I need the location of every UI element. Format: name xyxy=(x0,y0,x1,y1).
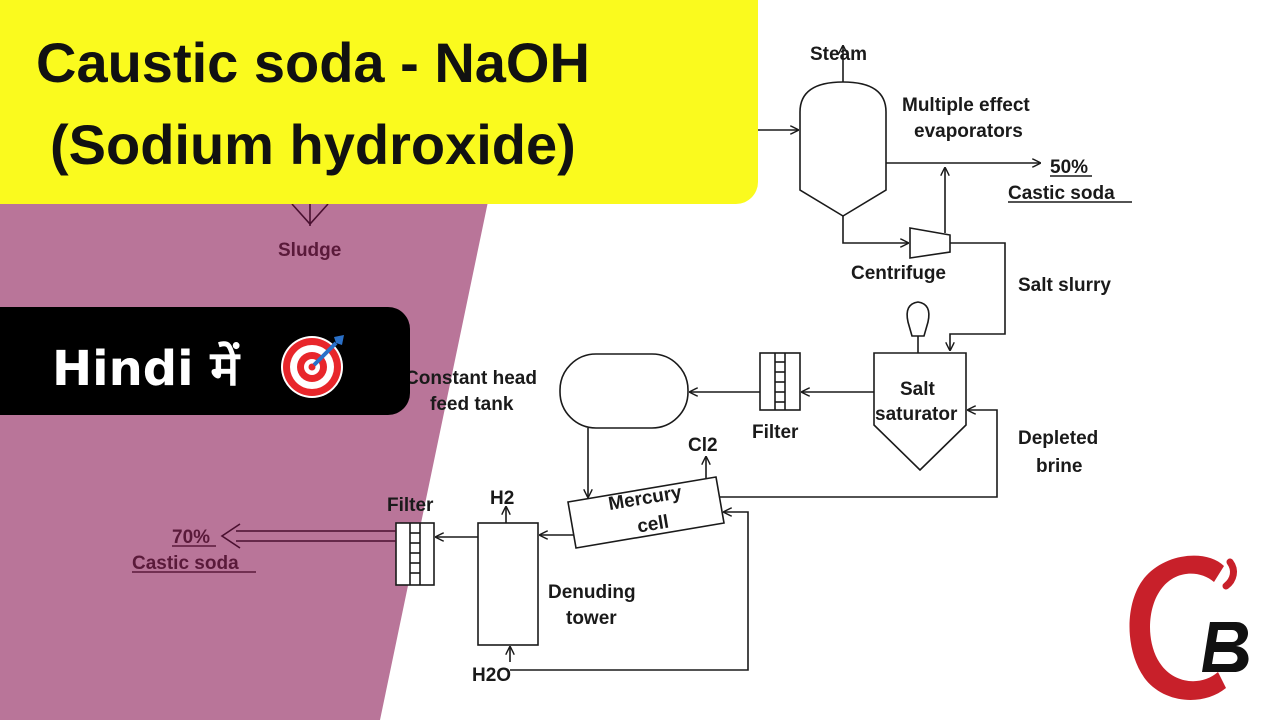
saturator-label-line2: saturator xyxy=(875,404,958,425)
filter-top xyxy=(759,352,801,411)
target-icon xyxy=(281,335,344,398)
salt-slurry-line xyxy=(950,242,1006,350)
h2o-label: H2O xyxy=(472,665,511,686)
mercury-cell xyxy=(567,476,725,549)
output-70-label: Castic soda xyxy=(132,553,239,574)
filter-left xyxy=(395,522,435,586)
evaporator-to-centrifuge-line xyxy=(842,216,908,243)
output-70-value: 70% xyxy=(172,527,210,548)
constant-head-feed-tank xyxy=(559,353,689,429)
sludge-label: Sludge xyxy=(278,240,341,261)
depleted-brine-line xyxy=(720,410,998,498)
denuding-label-line2: tower xyxy=(566,608,617,629)
salt-slurry-label: Salt slurry xyxy=(1018,275,1111,296)
mercury-label-line2: cell xyxy=(636,512,671,538)
recycle-line xyxy=(510,512,749,671)
language-badge-text: Hindi में xyxy=(52,341,240,397)
cl2-label: Cl2 xyxy=(688,435,718,456)
salt-saturator xyxy=(873,352,967,472)
output-50-value: 50% xyxy=(1050,157,1088,178)
depleted-label-line2: brine xyxy=(1036,456,1082,477)
tank-label-line2: feed tank xyxy=(430,394,514,415)
steam-label: Steam xyxy=(810,44,867,65)
centrifuge-label: Centrifuge xyxy=(851,263,946,284)
output-70-arrow xyxy=(220,523,396,549)
h2-label: H2 xyxy=(490,488,514,509)
evaporator-label-line1: Multiple effect xyxy=(902,95,1030,116)
depleted-label-line1: Depleted xyxy=(1018,428,1098,449)
denuding-tower xyxy=(477,522,539,646)
language-badge: Hindi में xyxy=(0,307,410,415)
centrifuge xyxy=(909,227,951,259)
title-banner: Caustic soda - NaOH (Sodium hydroxide) xyxy=(0,0,758,204)
sludge-outlet: Sludge xyxy=(278,196,341,261)
output-50-label: Castic soda xyxy=(1008,183,1115,204)
filter-top-label: Filter xyxy=(752,422,799,443)
salt-hopper xyxy=(906,301,930,337)
title-line2: (Sodium hydroxide) xyxy=(50,113,576,176)
tank-label-line1: Constant head xyxy=(405,368,537,389)
denuding-label-line1: Denuding xyxy=(548,582,636,603)
multiple-effect-evaporator xyxy=(799,81,887,217)
cb-logo xyxy=(1129,555,1249,700)
title-line1: Caustic soda - NaOH xyxy=(36,31,590,94)
evaporator-label-line2: evaporators xyxy=(914,121,1023,142)
filter-left-label: Filter xyxy=(387,495,434,516)
saturator-label-line1: Salt xyxy=(900,379,936,400)
